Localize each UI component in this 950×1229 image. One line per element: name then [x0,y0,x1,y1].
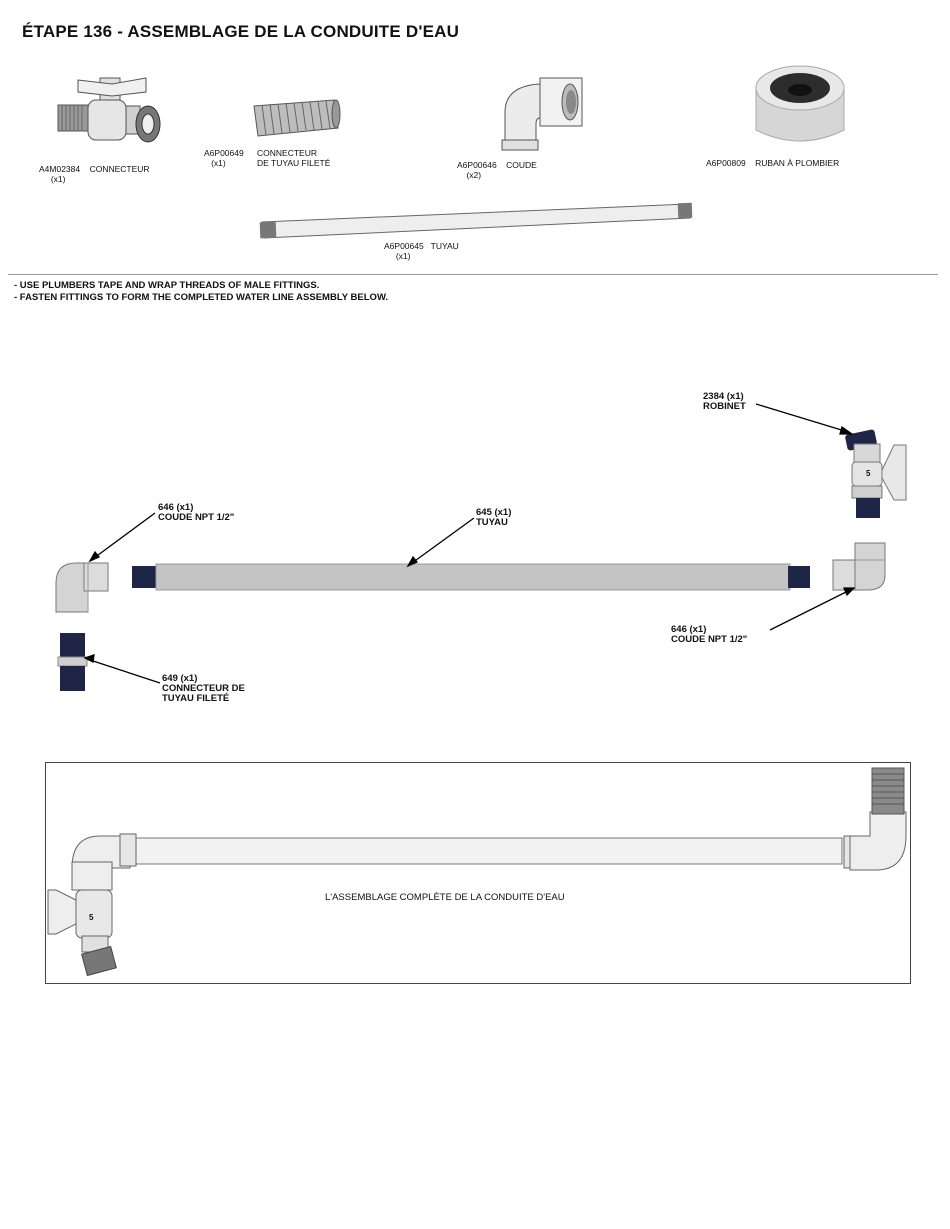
part-label-coude: A6P00646 COUDE (x2) [457,160,537,180]
assembly-box [45,762,911,984]
right-elbow [832,542,886,591]
threaded-connector [57,633,88,691]
callout-coude-right: 646 (x1) COUDE NPT 1/2" [671,624,748,645]
part-label-ruban: A6P00809 RUBAN À PLOMBIER [706,158,840,168]
valve-mark-exploded: 5 [866,469,871,478]
pipe-part-image [259,202,693,239]
callout-coude-left: 646 (x1) COUDE NPT 1/2" [158,502,235,523]
faucet [845,429,907,518]
part-label-tuyau: A6P00645 TUYAU (x1) [384,241,459,261]
tape-part-image [755,65,845,142]
part-label-connecteur: A4M02384 CONNECTEUR (x1) [39,164,150,184]
valve-part-image [57,77,161,143]
completed-assembly [47,767,907,977]
assembly-caption: L'ASSEMBLAGE COMPLÈTE DE LA CONDUITE D'E… [325,892,565,903]
instruction-2: - FASTEN FITTINGS TO FORM THE COMPLETED … [14,292,389,303]
page-title: ÉTAPE 136 - ASSEMBLAGE DE LA CONDUITE D'… [22,22,460,41]
nipple-part-image [253,99,341,137]
section-divider [8,274,938,275]
part-label-nipple-name: CONNECTEUR DE TUYAU FILETÉ [257,148,331,168]
left-elbow [55,562,109,613]
part-label-nipple-code: A6P00649 (x1) [204,148,244,168]
elbow-part-image [501,77,583,151]
valve-mark-assembled: 5 [89,913,94,922]
main-pipe [132,563,810,591]
callout-robinet: 2384 (x1) ROBINET [703,391,746,412]
exploded-view [55,429,907,691]
callout-tuyau: 645 (x1) TUYAU [476,507,512,528]
callout-arrows [83,403,856,684]
instruction-1: - USE PLUMBERS TAPE AND WRAP THREADS OF … [14,280,320,291]
callout-connecteur: 649 (x1) CONNECTEUR DE TUYAU FILETÉ [162,673,245,704]
